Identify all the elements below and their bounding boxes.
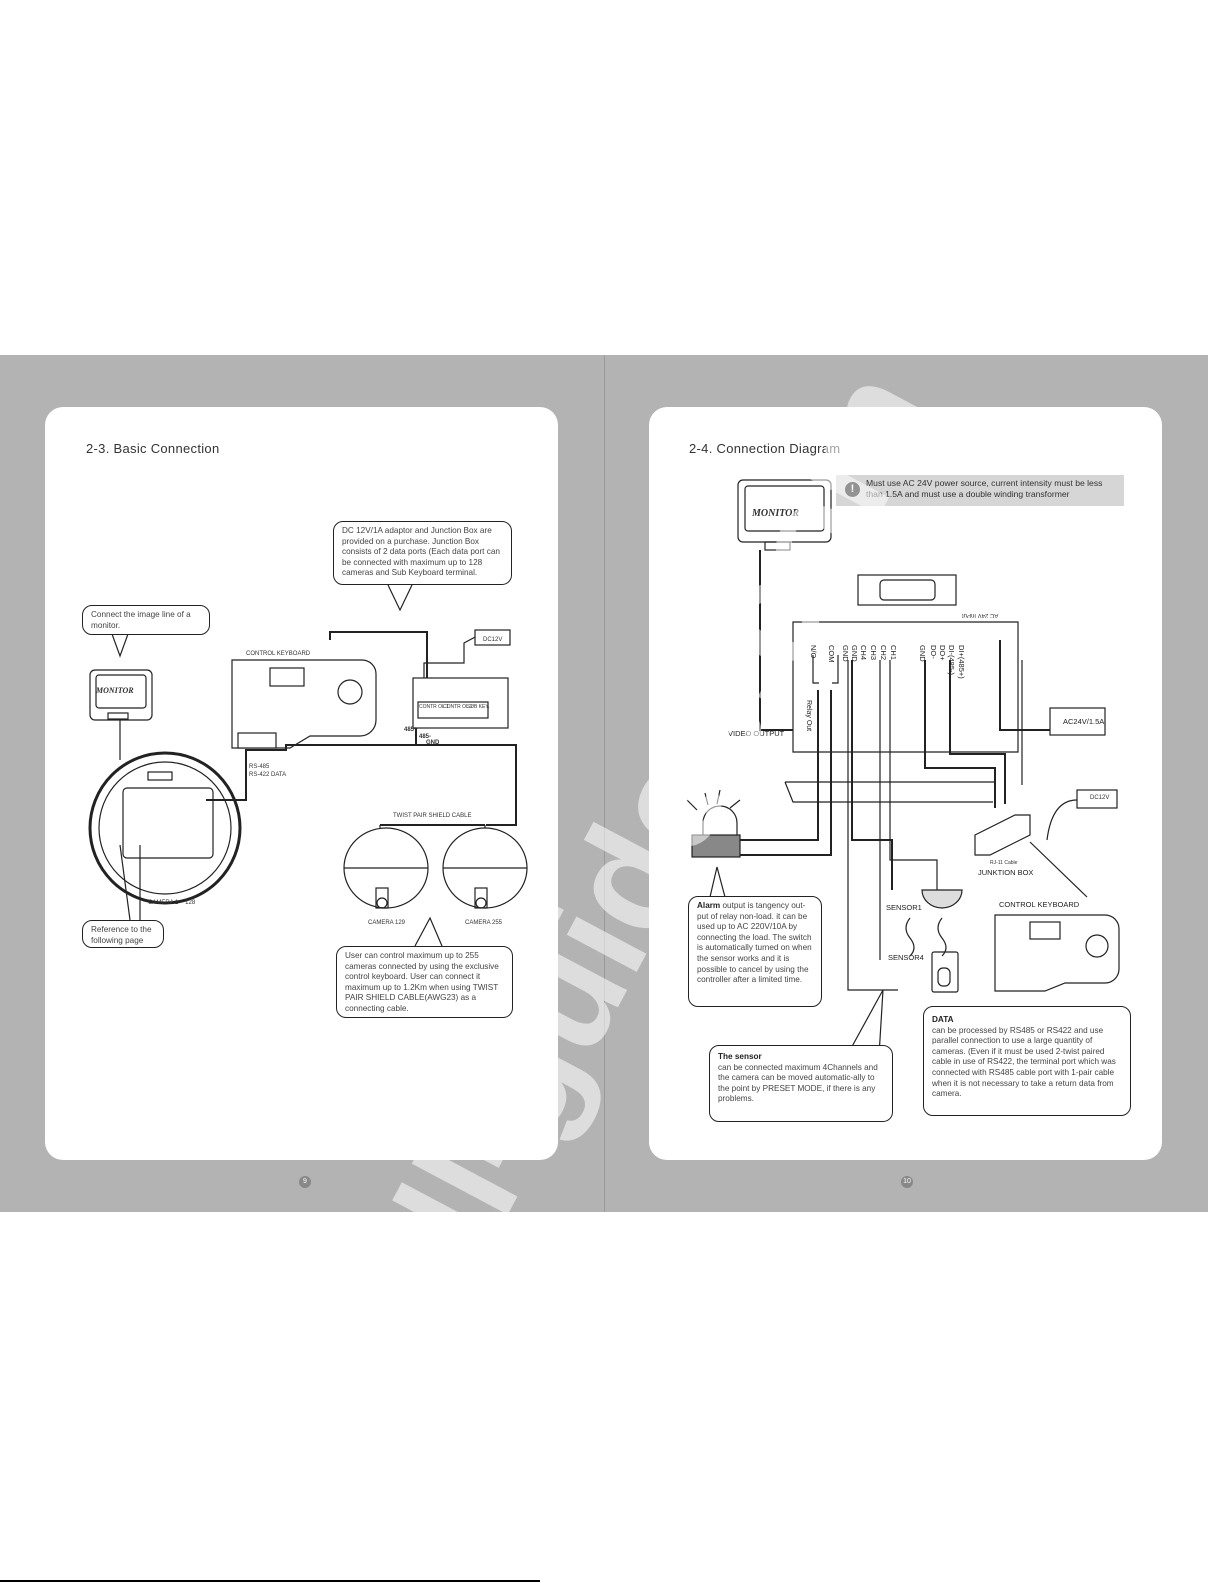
monitor-left <box>89 669 153 760</box>
callout-alarm: Alarm output is tangency out-put of rela… <box>688 896 822 1007</box>
ac24v-adaptor <box>1049 707 1106 736</box>
label-dc12v-right: DC12V <box>1090 795 1110 801</box>
terminal-label: DO- <box>929 645 938 659</box>
label-rs485: RS-485 <box>249 764 270 770</box>
bubble-tails-left <box>111 584 443 947</box>
warning-text: Must use AC 24V power source, current in… <box>866 478 1103 499</box>
label-control-keyboard-right: CONTROL KEYBOARD <box>999 900 1080 909</box>
control-keyboard-left <box>231 659 377 749</box>
label-camera129: CAMERA 129 <box>368 920 406 926</box>
control-keyboard-right <box>994 914 1120 992</box>
terminal-label: GND <box>850 645 859 662</box>
alarm-siren-icon <box>686 789 741 858</box>
section-title-connection-diagram: 2-4. Connection Diagram <box>689 441 841 456</box>
dc12v-adaptor-right <box>1046 789 1118 841</box>
label-control-keyboard: CONTROL KEYBOARD <box>246 651 311 657</box>
section-title-basic-connection: 2-3. Basic Connection <box>86 441 220 456</box>
terminal-label: DI+(485+) <box>957 645 966 679</box>
dome-camera-129 <box>343 825 429 909</box>
label-camera255: CAMERA 255 <box>465 920 503 926</box>
dc-adaptor-left <box>474 629 511 646</box>
label-contr1: CONTR OL 1 <box>419 704 449 710</box>
exclamation-icon: ! <box>845 482 860 497</box>
data-title: DATA <box>932 1015 954 1024</box>
alarm-text: output is tangency out-put of relay non-… <box>697 901 812 985</box>
junction-box-right <box>974 814 1088 898</box>
callout-cameras: User can control maximum up to 255 camer… <box>336 946 513 1018</box>
callout-reference: Reference to the following page <box>82 920 164 948</box>
sensor-waves <box>905 917 947 957</box>
terminal-board <box>784 574 1019 803</box>
label-ac24v-adaptor: AC24V/1.5A <box>1063 717 1105 726</box>
label-dc12v: DC12V <box>483 637 503 643</box>
dome-camera-255 <box>442 825 528 909</box>
terminal-label: GND <box>841 645 850 662</box>
label-junction-box: JUNKTION BOX <box>978 868 1034 877</box>
terminal-label: DI-(485-) <box>947 645 956 676</box>
label-sensor1: SENSOR1 <box>886 903 922 912</box>
terminal-label: CH2 <box>879 645 888 661</box>
terminal-label: COM <box>827 645 836 663</box>
label-sensor4: SENSOR4 <box>888 953 924 962</box>
label-485minus: 485- <box>419 734 432 740</box>
label-485plus: 485+ <box>404 727 418 733</box>
label-camera-range: CAMERA 1 ~ 128 <box>148 900 196 906</box>
sensor-title: The sensor <box>718 1052 762 1061</box>
terminal-label: GND <box>918 645 927 662</box>
page-number-left: 9 <box>299 1176 311 1188</box>
warning-box: ! Must use AC 24V power source, current i… <box>836 475 1124 506</box>
label-video-output: VIDEO OUTPUT <box>728 729 785 738</box>
label-monitor-right: MONITOR <box>752 508 800 519</box>
terminal-label: CH3 <box>869 645 878 661</box>
label-rs422: RS-422 DATA <box>249 772 287 778</box>
terminal-label: DO+ <box>938 645 947 661</box>
terminal-label: N/O <box>809 645 818 659</box>
label-relay-out: Relay Out <box>805 700 812 732</box>
camera-base-circle <box>88 751 242 905</box>
terminal-label: CH4 <box>859 645 868 661</box>
callout-monitor: Connect the image line of a monitor. <box>82 605 210 635</box>
alarm-title: Alarm <box>697 901 721 910</box>
terminal-label: CH1 <box>889 645 898 661</box>
label-contr2: CONTR OL 2 <box>443 704 473 710</box>
label-rj11: RJ-11 Cable <box>990 860 1018 866</box>
sensor1-dome <box>921 889 963 909</box>
label-gnd: GND <box>426 740 440 746</box>
page-number-right: 10 <box>901 1176 913 1188</box>
sensor4-pir <box>931 951 959 993</box>
callout-junction-box: DC 12V/1A adaptor and Junction Box are p… <box>333 521 512 585</box>
junction-box-left <box>329 631 509 729</box>
data-text: can be processed by RS485 or RS422 and u… <box>932 1025 1116 1099</box>
adaptor-left-2 <box>237 732 277 749</box>
label-monitor: MONITOR <box>96 686 134 695</box>
monitor-right <box>737 479 832 731</box>
page-divider <box>604 355 605 1212</box>
bottom-rule <box>0 1580 540 1582</box>
label-twist-pair: TWIST PAIR SHIELD CABLE <box>393 813 472 819</box>
terminal-wires <box>738 640 1050 991</box>
data-cable-left <box>206 728 517 826</box>
label-ac24v-input: AC 24V InPut <box>962 612 999 618</box>
sensor-text: can be connected maximum 4Channels and t… <box>718 1062 878 1104</box>
label-subkey: SUB KEY. <box>467 704 490 710</box>
